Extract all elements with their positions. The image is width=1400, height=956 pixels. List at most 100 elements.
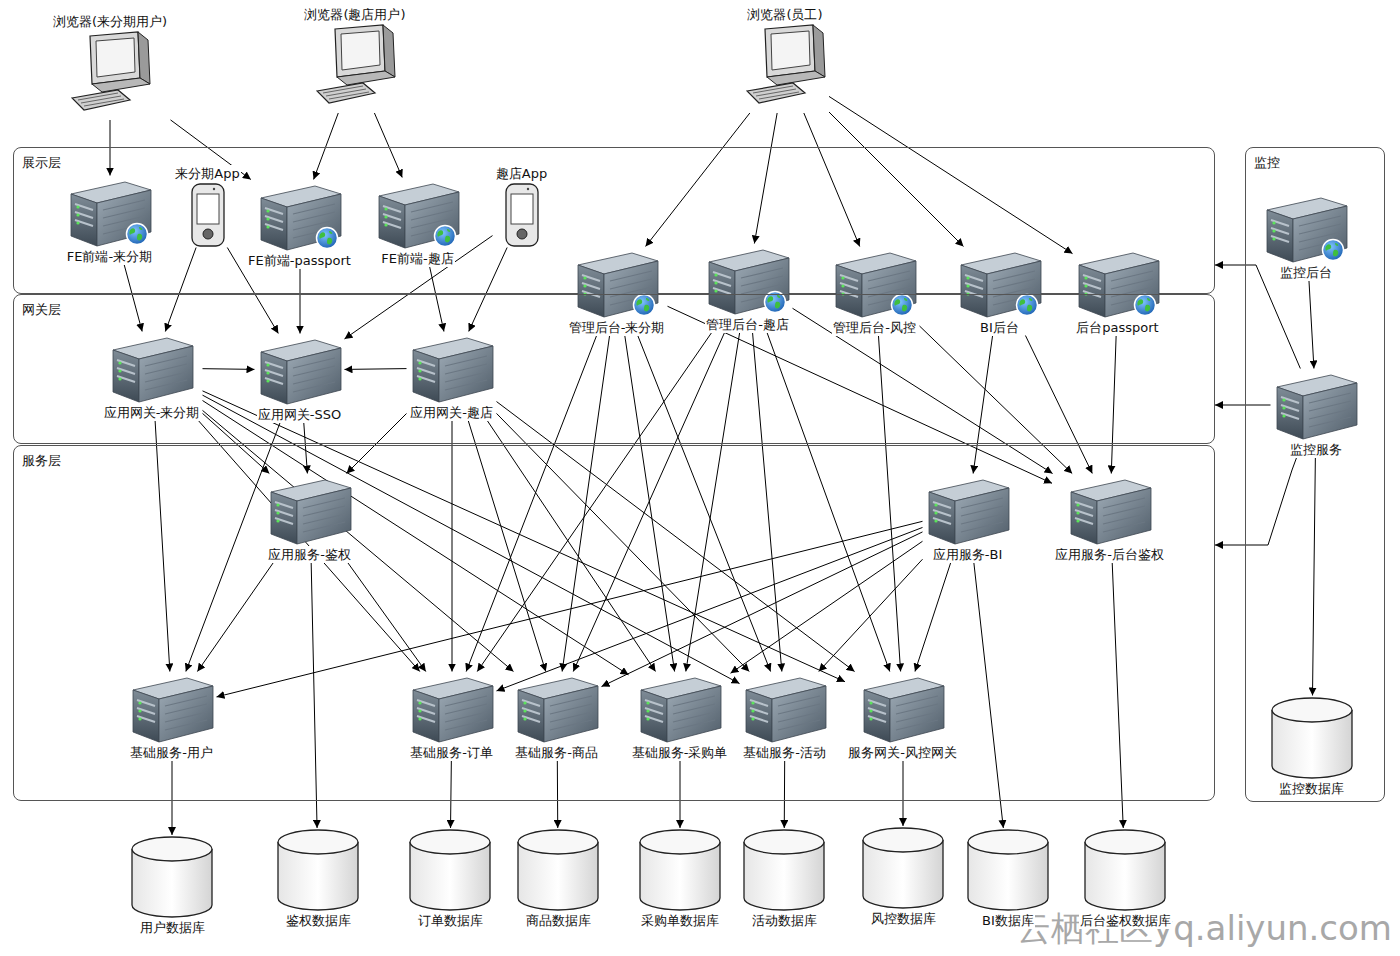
server-node-icon bbox=[637, 672, 723, 744]
server-node: 管理后台-趣店 bbox=[703, 244, 793, 333]
connector-arrow bbox=[165, 248, 196, 332]
server-node: BI后台 bbox=[955, 247, 1045, 336]
icon-shape bbox=[413, 678, 493, 742]
connector-arrow bbox=[829, 112, 964, 247]
browser-client: 浏览器(员工) bbox=[741, 6, 829, 113]
icon-shape bbox=[518, 830, 598, 910]
globe-badge bbox=[1016, 294, 1037, 315]
server-node: 监控服务 bbox=[1271, 369, 1361, 458]
connector-arrow bbox=[345, 368, 407, 370]
node-label: 基础服务-用户 bbox=[129, 744, 214, 761]
icon-shape bbox=[1267, 198, 1347, 262]
connector-arrow bbox=[203, 368, 255, 370]
connector-arrow bbox=[155, 421, 170, 672]
node-label: FE前端-来分期 bbox=[66, 248, 153, 265]
icon-shape bbox=[1071, 480, 1151, 544]
icon-shape bbox=[929, 480, 1009, 544]
server-node-icon bbox=[129, 672, 215, 744]
connector-arrow bbox=[668, 306, 1053, 483]
connector-arrow bbox=[573, 333, 724, 672]
server-node: 基础服务-订单 bbox=[407, 672, 497, 761]
server-node-icon bbox=[1263, 192, 1349, 264]
node-label: 管理后台-风控 bbox=[832, 319, 917, 336]
database: 风控数据库 bbox=[859, 826, 947, 927]
connector-arrow bbox=[203, 391, 846, 682]
node-label: 应用网关-来分期 bbox=[103, 404, 201, 421]
connector-arrow bbox=[557, 761, 558, 829]
node-label: 监控服务 bbox=[1289, 441, 1343, 458]
server-node-icon bbox=[109, 332, 195, 404]
connector-arrow bbox=[450, 761, 452, 829]
browser-client-icon bbox=[313, 23, 397, 113]
server-node: FE前端-趣店 bbox=[373, 178, 463, 267]
server-node: 应用网关-来分期 bbox=[101, 332, 203, 421]
connector-arrow bbox=[804, 113, 860, 247]
node-label: BI数据库 bbox=[981, 912, 1035, 929]
server-node: 管理后台-来分期 bbox=[566, 247, 668, 336]
icon-shape bbox=[746, 678, 826, 742]
layer-band: 应用网关-来分期 应用网关-SSO 应用网关-趣店 网关层 bbox=[13, 294, 1215, 444]
icon-shape bbox=[113, 338, 193, 402]
browser-client: 浏览器(趣店用户) bbox=[301, 6, 409, 113]
server-node: 基础服务-活动 bbox=[740, 672, 830, 761]
icon-shape bbox=[72, 32, 150, 110]
server-node-icon bbox=[257, 180, 343, 252]
connector-arrow bbox=[203, 401, 629, 675]
connector-arrow bbox=[304, 423, 308, 474]
connector-arrow bbox=[1025, 336, 1092, 474]
node-label: 应用服务-鉴权 bbox=[267, 546, 352, 563]
server-node-icon bbox=[409, 672, 495, 744]
icon-shape bbox=[747, 25, 825, 103]
server-node: FE前端-来分期 bbox=[64, 176, 156, 265]
connector-arrow bbox=[452, 421, 453, 672]
connector-arrow bbox=[903, 761, 904, 827]
icon-shape bbox=[71, 182, 151, 246]
connector-arrow bbox=[625, 336, 675, 672]
node-label: 基础服务-订单 bbox=[409, 744, 494, 761]
node-label: 应用网关-SSO bbox=[257, 406, 342, 423]
node-label: FE前端-passport bbox=[247, 252, 352, 269]
node-label: 基础服务-采购单 bbox=[631, 744, 729, 761]
layer-band: 监控后台监控服务监控数据库监控 bbox=[1245, 147, 1385, 802]
node-label: 应用网关-趣店 bbox=[409, 404, 494, 421]
database-icon bbox=[516, 828, 600, 912]
browser-client: 浏览器(来分期用户) bbox=[50, 13, 171, 120]
node-label: 浏览器(来分期用户) bbox=[52, 13, 168, 30]
node-label: 浏览器(趣店用户) bbox=[303, 6, 406, 23]
connector-arrow bbox=[497, 413, 750, 671]
node-label: 基础服务-活动 bbox=[742, 744, 827, 761]
icon-shape bbox=[640, 830, 720, 910]
server-node-icon bbox=[925, 474, 1011, 546]
connector-arrow bbox=[197, 563, 273, 672]
server-node: 基础服务-采购单 bbox=[629, 672, 731, 761]
icon-shape bbox=[1079, 253, 1159, 317]
connector-arrow bbox=[638, 336, 771, 672]
server-node-icon bbox=[832, 247, 918, 319]
connector-arrow bbox=[198, 421, 419, 672]
icon-shape bbox=[192, 184, 224, 246]
server-node-icon bbox=[375, 178, 461, 250]
server-node-icon bbox=[514, 672, 600, 744]
connector-arrow bbox=[731, 541, 923, 673]
database-icon bbox=[130, 835, 214, 919]
connector-arrow bbox=[767, 333, 890, 672]
node-label: FE前端-趣店 bbox=[380, 250, 454, 267]
server-node: 应用网关-SSO bbox=[255, 334, 345, 423]
icon-shape bbox=[261, 340, 341, 404]
server-node: 应用网关-趣店 bbox=[407, 332, 497, 421]
connector-arrow bbox=[1309, 281, 1314, 369]
server-node: 管理后台-风控 bbox=[830, 247, 920, 336]
server-node-icon bbox=[1273, 369, 1359, 441]
globe-badge bbox=[316, 227, 337, 248]
connector-arrow bbox=[602, 532, 923, 687]
connector-arrow bbox=[497, 527, 923, 690]
connector-arrow bbox=[345, 236, 493, 339]
layer-title: 网关层 bbox=[21, 301, 62, 318]
node-label: 订单数据库 bbox=[417, 912, 484, 929]
server-node-icon bbox=[409, 332, 495, 404]
connector-arrow bbox=[562, 336, 609, 672]
connector-arrow bbox=[348, 563, 426, 672]
connector-arrow bbox=[646, 113, 750, 247]
database: 商品数据库 bbox=[514, 828, 602, 929]
